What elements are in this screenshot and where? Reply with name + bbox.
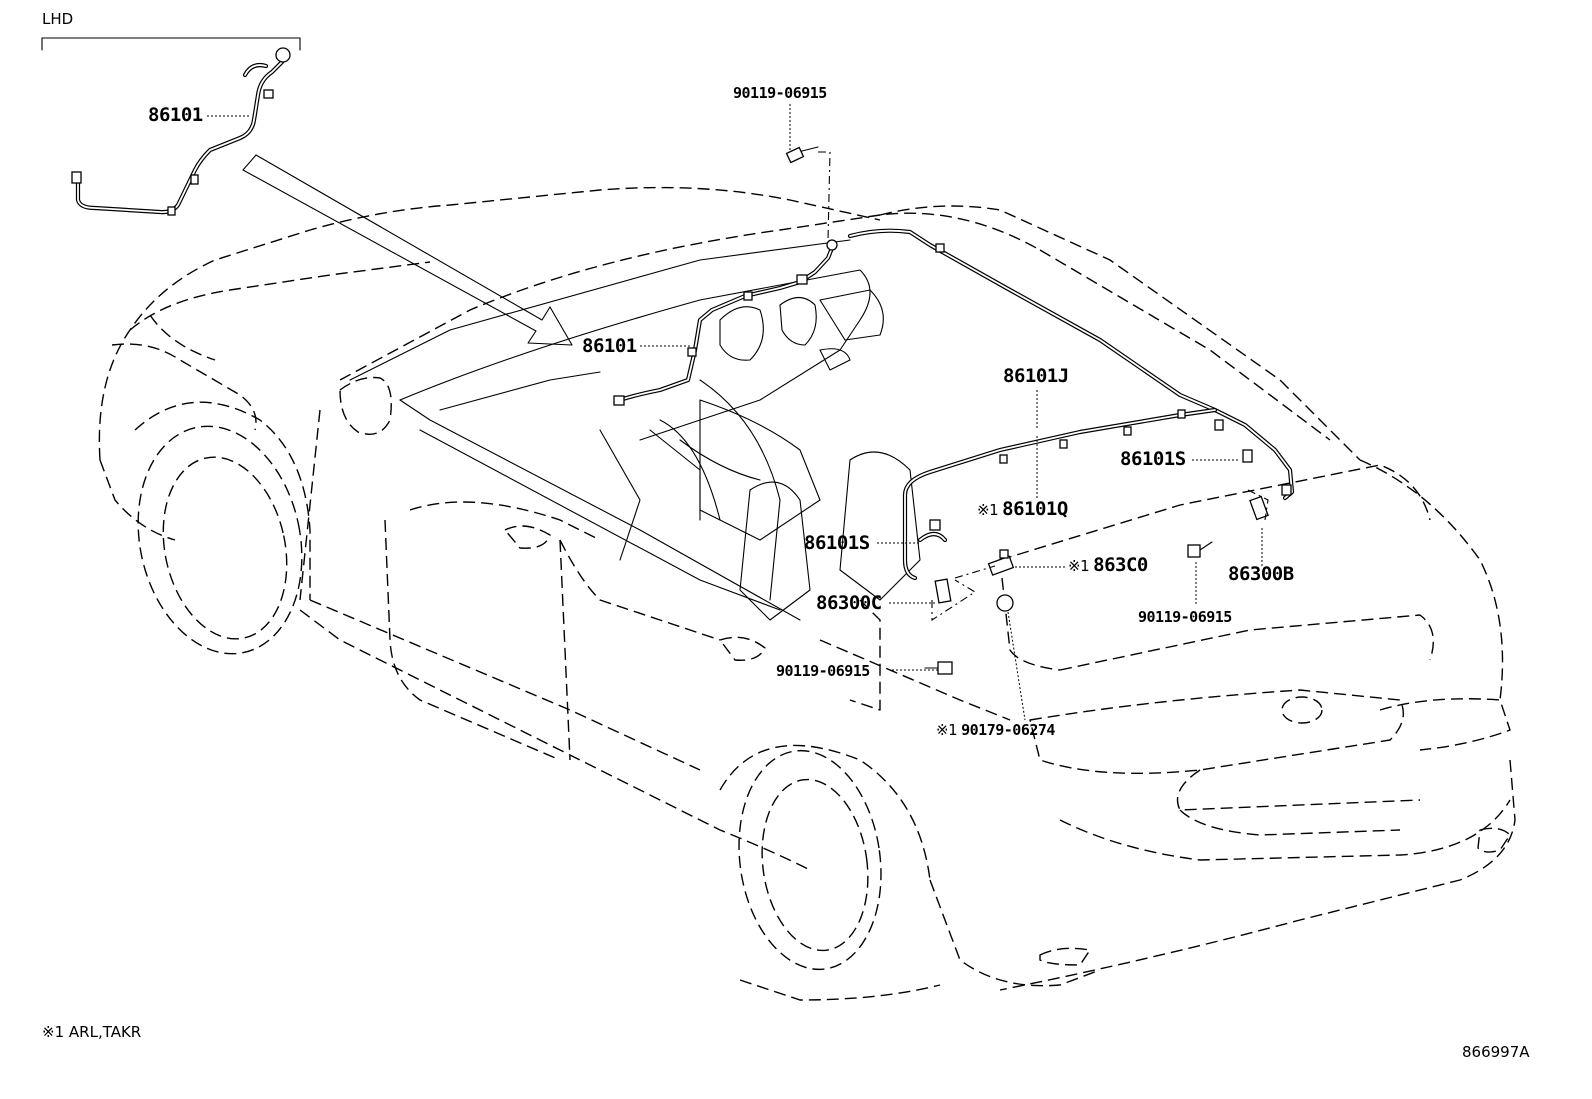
callout-86101j[interactable]: 86101J (1003, 365, 1069, 387)
callout-90119-06915-right[interactable]: 90119-06915 (1138, 608, 1232, 626)
callout-90119-06915-lower[interactable]: 90119-06915 (776, 662, 870, 680)
callout-86101s-left[interactable]: 86101S (804, 532, 870, 554)
pointer-arrow (242, 154, 573, 346)
main-harness (613, 239, 838, 406)
roof-harness (847, 228, 1295, 581)
callout-86101-main[interactable]: 86101 (582, 335, 637, 357)
footnote-mark: ※1 (42, 1023, 65, 1041)
part-number: 90179-06274 (961, 721, 1055, 739)
part-number: 86101Q (1002, 498, 1068, 520)
bracket-86300b (1249, 495, 1269, 521)
bracket-86300c (934, 578, 952, 604)
note-mark: ※1 (977, 501, 999, 519)
car-body-outline (98, 186, 1516, 1001)
assembly-line-86300b (1247, 489, 1269, 521)
bolt-top (785, 146, 819, 164)
callout-86101s-right[interactable]: 86101S (1120, 448, 1186, 470)
callout-86300c[interactable]: 86300C (816, 592, 882, 614)
lhd-bracket (41, 37, 301, 51)
callout-86101-inset[interactable]: 86101 (148, 104, 203, 126)
note-mark: ※1 (936, 721, 958, 739)
part-number: 863C0 (1093, 554, 1148, 576)
footnote-text: ARL,TAKR (68, 1023, 142, 1041)
figure-code: 866997A (1462, 1043, 1530, 1061)
callout-90119-06915-top[interactable]: 90119-06915 (733, 84, 827, 102)
clip-90179 (996, 594, 1014, 612)
lhd-harness-drawing (71, 47, 291, 216)
leader-lines (207, 104, 1263, 721)
footnote: ※1 ARL,TAKR (42, 1023, 141, 1041)
connector-863c0 (987, 549, 1015, 576)
note-mark: ※1 (1068, 557, 1090, 575)
lhd-label: LHD (42, 10, 74, 28)
assembly-line-863c0 (954, 565, 996, 579)
bolt-lower (924, 661, 953, 675)
bolt-right (1187, 541, 1213, 558)
assembly-line-top (818, 151, 831, 241)
interior-outline (349, 239, 921, 621)
callout-86300b[interactable]: 86300B (1228, 563, 1294, 585)
